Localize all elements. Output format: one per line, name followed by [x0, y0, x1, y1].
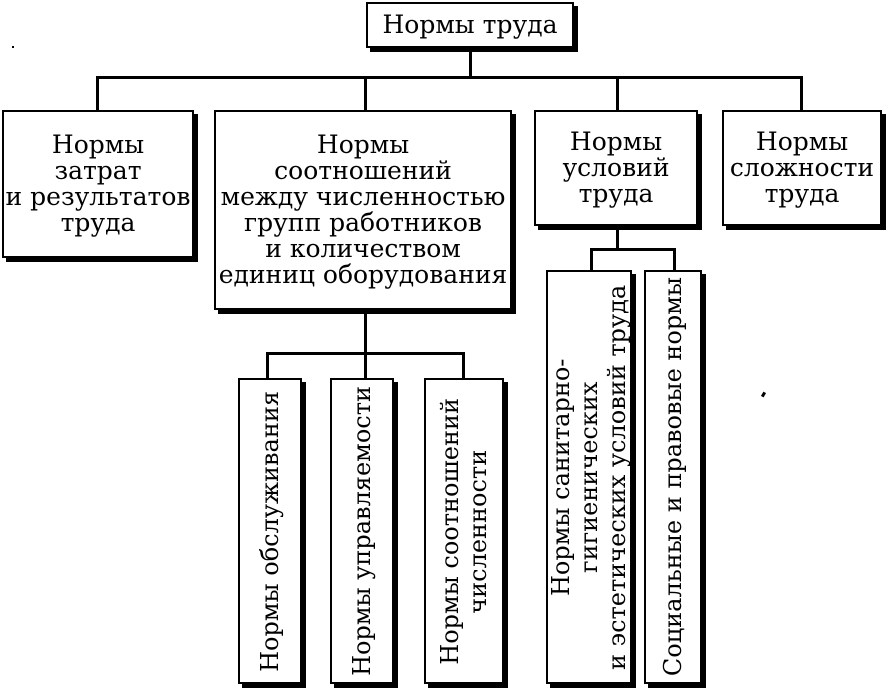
node-sanitary-norms: Нормы санитарно-гигиенических и эстетиче… — [546, 270, 632, 684]
connector-to-costs — [96, 76, 99, 111]
node-headcount-ratio-norms-label: Нормы соотношений численности — [436, 397, 492, 665]
node-social-legal-norms-label: Социальные и правовые нормы — [659, 277, 687, 677]
root-node-box: Нормы труда — [366, 2, 574, 48]
node-work-conditions-label: Нормы условий труда — [562, 127, 670, 208]
connector-to-ratios — [364, 76, 367, 111]
node-manageability-norms-label: Нормы управляемости — [348, 386, 376, 676]
node-staff-equipment-ratio-label: Нормы соотношений между численностью гру… — [218, 130, 508, 289]
node-work-complexity-label: Нормы сложности труда — [729, 127, 875, 208]
connector-to-social — [673, 248, 676, 270]
root-node-label: Нормы труда — [382, 10, 558, 39]
connector-conditions-down — [616, 226, 619, 250]
connector-to-headcount — [462, 352, 465, 378]
connector-to-complexity — [800, 76, 803, 111]
node-social-legal-norms: Социальные и правовые нормы — [644, 270, 702, 684]
node-staff-equipment-ratio: Нормы соотношений между численностью гру… — [214, 110, 512, 310]
print-speck — [12, 46, 14, 48]
print-speck — [760, 391, 767, 398]
node-service-norms: Нормы обслуживания — [238, 378, 302, 684]
node-manageability-norms: Нормы управляемости — [330, 378, 394, 684]
node-sanitary-norms-label: Нормы санитарно-гигиенических и эстетиче… — [547, 284, 631, 670]
connector-to-sanitary — [590, 248, 593, 270]
node-service-norms-label: Нормы обслуживания — [256, 390, 284, 672]
connector-to-conditions — [616, 76, 619, 111]
connector-to-service — [266, 352, 269, 378]
node-headcount-ratio-norms: Нормы соотношений численности — [424, 378, 504, 684]
connector-level1-bus — [96, 76, 803, 79]
connector-conditions-bus — [590, 248, 676, 251]
node-work-conditions: Нормы условий труда — [534, 110, 698, 226]
connector-to-manageability — [364, 352, 367, 378]
node-costs-results-label: Нормы затрат и результатов труда — [5, 130, 191, 237]
node-work-complexity: Нормы сложности труда — [722, 110, 882, 226]
node-costs-results: Нормы затрат и результатов труда — [2, 110, 194, 258]
connector-root-down — [469, 48, 472, 78]
connector-ratios-down — [364, 312, 367, 354]
